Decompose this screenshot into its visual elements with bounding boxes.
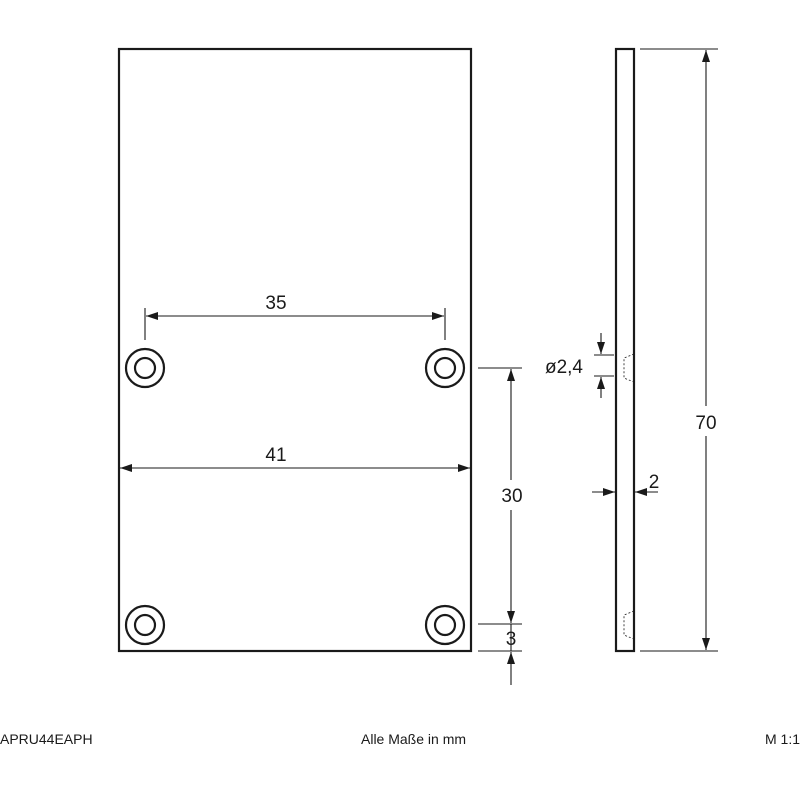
plate-side-outline bbox=[614, 47, 636, 653]
mounting-hole-bottom-right bbox=[424, 604, 466, 646]
dimension-plate-thickness: 2 bbox=[592, 472, 660, 496]
dimension-label-41: 41 bbox=[265, 445, 286, 466]
front-view: 35 41 30 3 bbox=[117, 47, 528, 685]
dimension-hole-edge-offset: 3 bbox=[478, 624, 522, 685]
countersink-top bbox=[623, 353, 635, 383]
plate-front-outline bbox=[117, 47, 473, 653]
dimension-hole-diameter: ø2,4 bbox=[545, 333, 614, 398]
dimension-label-35: 35 bbox=[265, 293, 286, 314]
mounting-hole-top-left bbox=[124, 347, 166, 389]
dimension-label-3: 3 bbox=[506, 629, 517, 650]
dimension-label-thickness: 2 bbox=[649, 472, 660, 493]
mounting-hole-top-right bbox=[424, 347, 466, 389]
units-note: Alle Maße in mm bbox=[361, 731, 467, 747]
side-view: ø2,4 2 70 bbox=[545, 47, 724, 653]
dimension-plate-width: 41 bbox=[120, 445, 470, 472]
countersink-bottom bbox=[623, 610, 635, 640]
dimension-hole-vertical-spacing: 30 bbox=[478, 367, 528, 625]
dimension-label-diameter: ø2,4 bbox=[545, 357, 583, 378]
dimension-label-70: 70 bbox=[695, 413, 716, 434]
mounting-hole-bottom-left bbox=[124, 604, 166, 646]
dimension-plate-height: 70 bbox=[640, 48, 724, 652]
part-number: APRU44EAPH bbox=[0, 731, 93, 747]
dimension-hole-spacing: 35 bbox=[144, 293, 446, 340]
dimension-label-30: 30 bbox=[501, 486, 522, 507]
scale-label: M 1:1 bbox=[764, 731, 800, 747]
